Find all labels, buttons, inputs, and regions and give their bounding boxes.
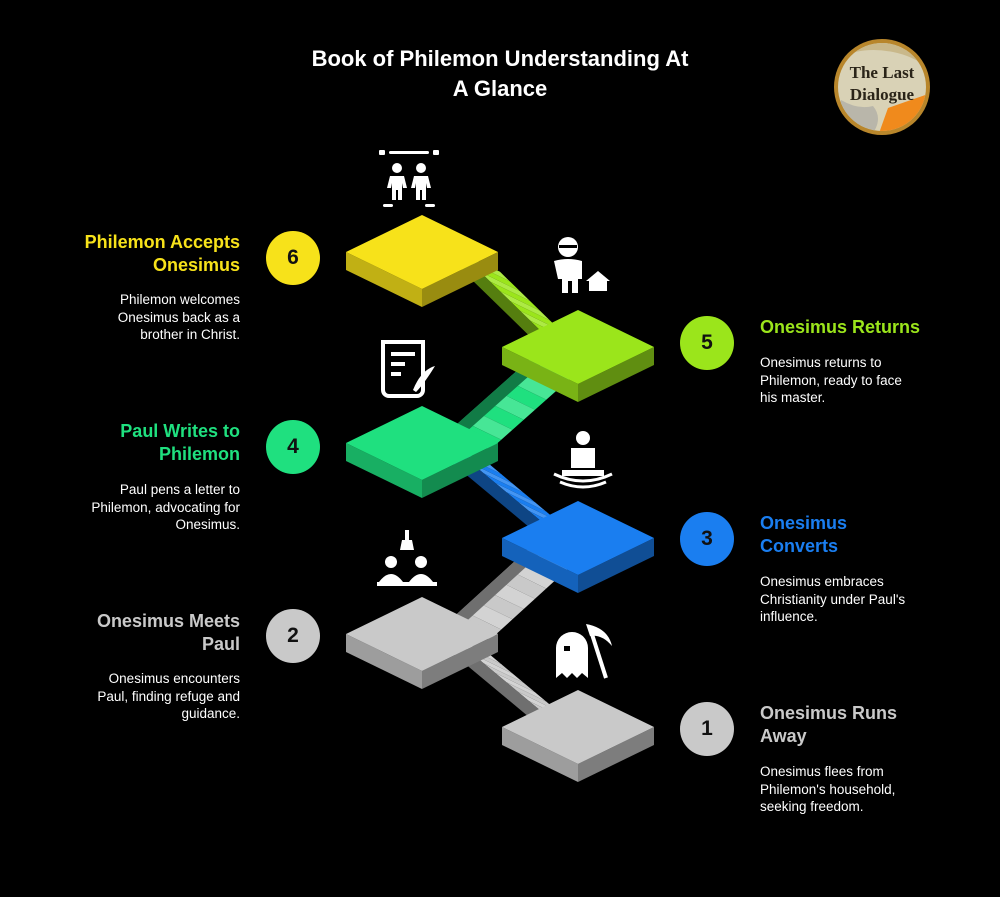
page-title: Book of Philemon Understanding At A Glan… — [250, 44, 750, 104]
flight-2-1-step-4 — [483, 663, 535, 693]
logo-text-line-2: Dialogue — [850, 85, 915, 104]
landing-5-side-right — [578, 347, 654, 402]
landing-5-top — [502, 310, 654, 384]
title-line-2: A Glance — [452, 76, 548, 101]
logo-text-line-1: The Last — [850, 63, 915, 82]
landing-3-side-left — [502, 538, 578, 593]
step-4-number-circle: 4 — [266, 420, 320, 474]
title-line-1: Book of Philemon Understanding At — [311, 46, 689, 71]
two-people-together-icon — [379, 150, 439, 207]
landing-6-side-left — [346, 252, 422, 307]
landing-3-top — [502, 501, 654, 575]
flight-6-5-step-5 — [500, 291, 550, 321]
person-returning-home-icon — [554, 237, 610, 293]
people-meeting-icon — [377, 530, 437, 586]
landing-1-top — [502, 690, 654, 764]
flight-6-5-step-4 — [490, 281, 540, 311]
landing-5-side-left — [502, 347, 578, 402]
flight-2-1-step-3 — [472, 653, 524, 683]
flight-4-3-step-4 — [483, 473, 535, 503]
landing-2-top — [346, 597, 498, 671]
landing-6-top — [346, 215, 498, 289]
flight-4-3-step-3 — [472, 463, 524, 493]
landing-6-side-right — [422, 252, 498, 307]
flight-5-4-stringer — [450, 350, 540, 447]
flight-4-3-step-6 — [506, 492, 558, 522]
step-6-number-circle: 6 — [266, 231, 320, 285]
step-1-number-circle: 1 — [680, 702, 734, 756]
step-5-title: Onesimus Returns — [760, 317, 921, 337]
landing-1-side-left — [502, 727, 578, 782]
step-2-number-circle: 2 — [266, 609, 320, 663]
flight-4-3-step-5 — [495, 482, 547, 512]
flight-2-1-step-6 — [506, 682, 558, 712]
landing-4-side-right — [422, 443, 498, 498]
landing-1-side-right — [578, 727, 654, 782]
landing-2-side-left — [346, 634, 422, 689]
ghost-with-scythe-icon — [556, 624, 612, 679]
last-dialogue-logo: The Last Dialogue — [834, 39, 930, 135]
flight-6-5-step-3 — [480, 271, 530, 302]
flight-6-5-step-6 — [510, 300, 560, 331]
step-5-number-circle: 5 — [680, 316, 734, 370]
landing-4-side-left — [346, 443, 422, 498]
step-3-number-circle: 3 — [680, 512, 734, 566]
landing-3-side-right — [578, 538, 654, 593]
landing-4-top — [346, 406, 498, 480]
scroll-with-quill-icon — [381, 340, 435, 398]
flight-2-1-step-5 — [495, 672, 547, 702]
meditating-person-icon — [553, 431, 613, 489]
landing-2-side-right — [422, 634, 498, 689]
